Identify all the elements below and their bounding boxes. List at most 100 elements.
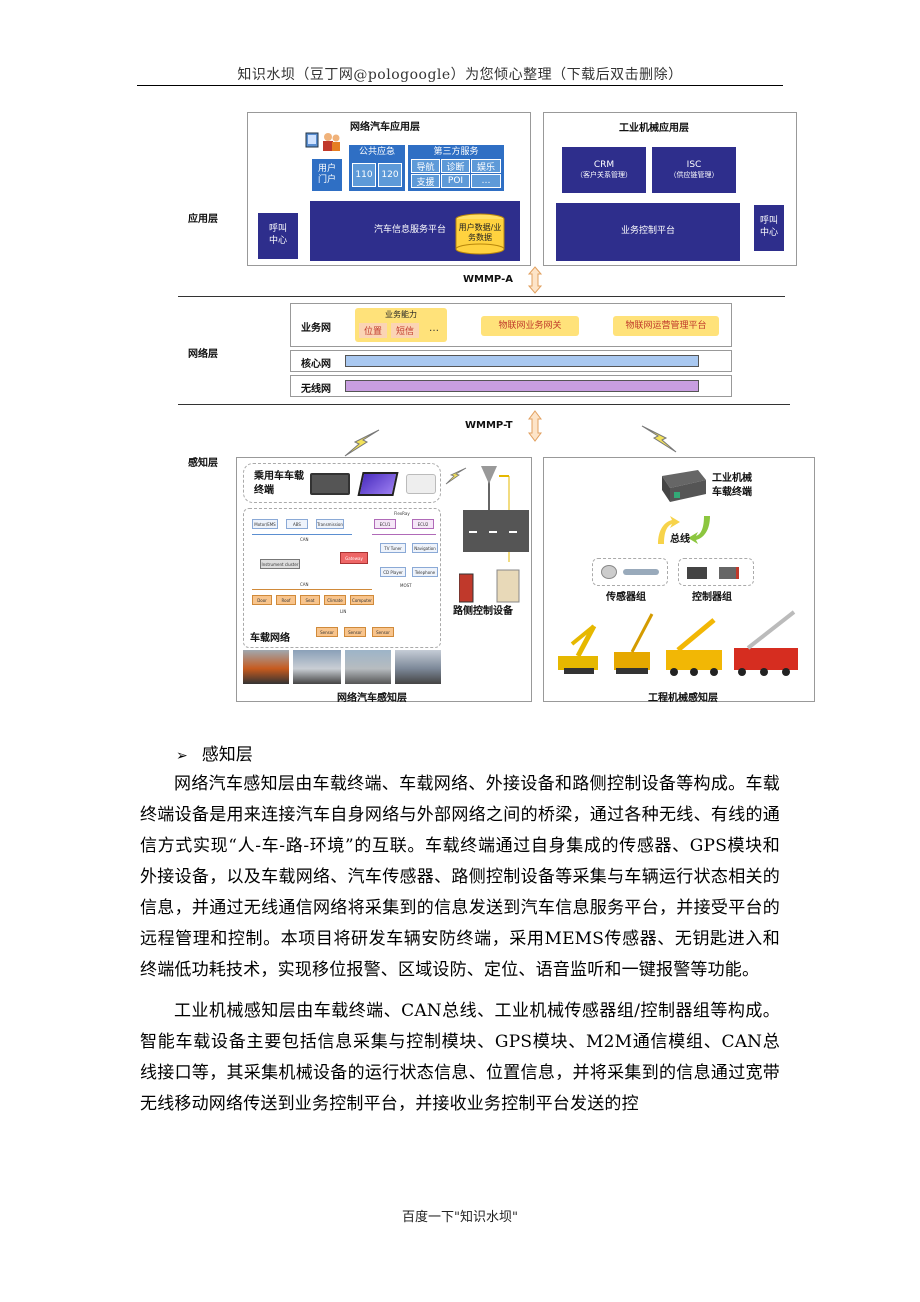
sensor-group-box <box>592 558 668 586</box>
node-gateway: Gateway <box>340 552 368 564</box>
roadside-equipment-illustration <box>459 466 529 603</box>
controller-group-box <box>678 558 754 586</box>
layer-label-sense: 感知层 <box>188 458 218 469</box>
bullet-icon: ➢ <box>176 748 188 764</box>
terminal-device-image <box>357 472 399 496</box>
layer-label-app: 应用层 <box>188 214 218 225</box>
ind-biz-platform: 业务控制平台 <box>556 203 740 261</box>
car-call-center: 呼叫中心 <box>258 213 298 259</box>
bus-label: 总线 <box>670 534 690 545</box>
section-heading-text: 感知层 <box>201 745 253 765</box>
car-network-box: FlexRay Motor/EMS ABS Transmission ECU1 … <box>243 508 441 648</box>
core-net-box: 核心网 <box>290 350 732 372</box>
wireless-signal-icon <box>641 425 677 453</box>
wmmp-a-label: WMMP-A <box>463 274 513 285</box>
layer-label-net: 网络层 <box>188 349 218 360</box>
node-roof: Roof <box>276 595 296 605</box>
construction-machinery-illustration <box>558 610 798 676</box>
crm-box: CRM （客户关系管理） <box>562 147 646 193</box>
database-icon <box>455 213 505 255</box>
wmmp-t-label: WMMP-T <box>465 420 513 431</box>
user-portal-box: 用户门户 <box>312 159 342 191</box>
svc-diag: 诊断 <box>441 159 470 173</box>
cap-sms: 短信 <box>391 323 419 338</box>
third-party-label: 第三方服务 <box>433 147 479 157</box>
crm-sub: （客户关系管理） <box>576 171 632 180</box>
header-rule <box>137 85 783 86</box>
divider-app-net <box>178 296 785 297</box>
ind-terminal-label: 工业机械车载终端 <box>712 473 752 498</box>
car-terminal-label: 乘用车车载终端 <box>254 471 304 496</box>
biz-net-label: 业务网 <box>301 323 331 334</box>
btn-120: 120 <box>378 163 402 187</box>
node-climate: Climate <box>324 595 346 605</box>
divider-net-sense <box>178 404 790 405</box>
node-sensor-2: Sensor <box>344 627 366 637</box>
node-motor: Motor/EMS <box>252 519 278 529</box>
isc-label: ISC <box>686 159 702 170</box>
svc-nav: 导航 <box>411 159 440 173</box>
wireless-net-box: 无线网 <box>290 375 732 397</box>
node-navigation: Navigation <box>412 543 438 553</box>
crm-label: CRM <box>593 159 615 170</box>
btn-110: 110 <box>352 163 376 187</box>
terminal-device-image <box>310 473 350 495</box>
car-photo <box>293 650 341 684</box>
can-bus-line <box>252 534 352 535</box>
node-transmission: Transmission <box>316 519 344 529</box>
node-seat: Seat <box>300 595 320 605</box>
isc-sub: （供应链管理） <box>669 171 719 180</box>
ind-sense-layer: 工业机械车载终端 总线 传感器组 控制器组 <box>543 457 815 704</box>
ind-app-layer: 工业机械应用层 CRM （客户关系管理） ISC （供应链管理） 业务控制平台 … <box>543 112 797 266</box>
terminal-device-image <box>406 474 436 494</box>
wireless-net-label: 无线网 <box>301 384 331 395</box>
double-arrow-icon <box>528 266 542 294</box>
node-cd: CD Player <box>380 567 406 577</box>
sensor-icon <box>601 565 617 579</box>
car-sense-title: 网络汽车感知层 <box>337 693 407 704</box>
iot-ops-platform: 物联网运营管理平台 <box>613 316 719 336</box>
roadside-label: 路侧控制设备 <box>453 606 513 617</box>
lin-label: LIN <box>340 609 347 614</box>
car-app-title: 网络汽车应用层 <box>350 122 420 133</box>
node-abs: ABS <box>286 519 308 529</box>
core-net-label: 核心网 <box>301 359 331 370</box>
page-header-title: 知识水坝（豆丁网@pologoogle）为您倾心整理（下载后双击删除） <box>237 67 683 83</box>
car-terminal-box: 乘用车车载终端 <box>243 463 441 503</box>
capability-label: 业务能力 <box>385 310 417 319</box>
svc-poi: POI <box>441 174 470 188</box>
car-network-label: 车载网络 <box>250 633 290 644</box>
wireless-signal-icon <box>344 429 380 457</box>
most-label: MOST <box>400 583 412 588</box>
industrial-terminal-icon <box>662 470 706 502</box>
svc-ent: 娱乐 <box>471 159 501 173</box>
public-emergency-label: 公共应急 <box>358 147 395 157</box>
isc-box: ISC （供应链管理） <box>652 147 736 193</box>
car-photo <box>395 650 441 684</box>
car-sense-layer: 乘用车车载终端 FlexRay Motor/EMS ABS Transmissi… <box>236 457 532 704</box>
page-footer: 百度一下"知识水坝" <box>402 1210 518 1225</box>
node-ecu1: ECU1 <box>374 519 396 529</box>
body-text: 网络汽车感知层由车载终端、车载网络、外接设备和路侧控制设备等构成。车载终端设备是… <box>140 769 780 1120</box>
sensors-label: 传感器组 <box>606 592 646 603</box>
sensor-icon <box>623 569 659 575</box>
node-door: Door <box>252 595 272 605</box>
node-ecu2: ECU2 <box>412 519 434 529</box>
svc-more: … <box>471 174 501 188</box>
section-heading: ➢ 感知层 <box>176 744 253 767</box>
car-photo <box>243 650 289 684</box>
cap-position: 位置 <box>359 323 387 338</box>
paragraph-1: 网络汽车感知层由车载终端、车载网络、外接设备和路侧控制设备等构成。车载终端设备是… <box>140 774 780 980</box>
paragraph-2: 工业机械感知层由车载终端、CAN总线、工业机械传感器组/控制器组等构成。智能车载… <box>140 1001 780 1114</box>
svc-support: 支援 <box>411 174 440 188</box>
controller-icon <box>719 567 739 579</box>
controller-icon <box>687 567 707 579</box>
db-label: 用户数据/业务数据 <box>458 223 502 243</box>
ind-call-center: 呼叫中心 <box>754 205 784 251</box>
flexray-label: FlexRay <box>394 511 410 516</box>
node-computer: Computer <box>350 595 374 605</box>
wireless-signal-icon <box>445 467 467 485</box>
car-app-layer: 网络汽车应用层 用户门户 公共应急 110 120 第三方服务 导航 诊断 娱乐… <box>247 112 531 266</box>
can-label: CAN <box>300 537 309 542</box>
controllers-label: 控制器组 <box>692 592 732 603</box>
